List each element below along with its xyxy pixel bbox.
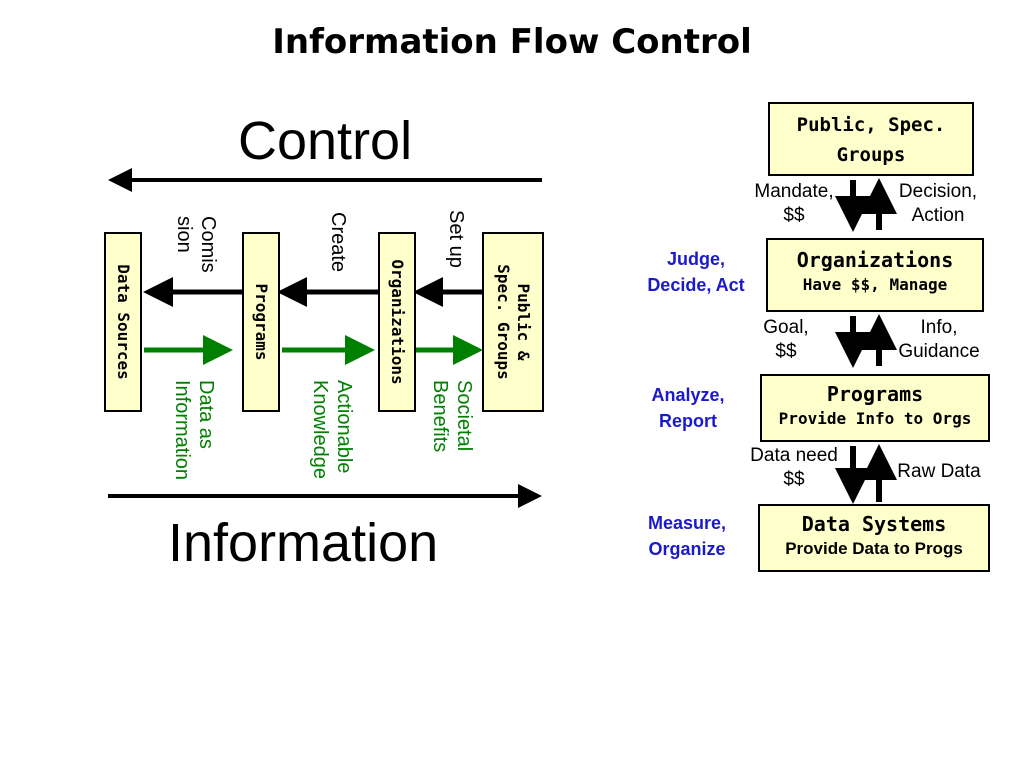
label-actionable-knowledge: Actionable Knowledge xyxy=(309,380,355,479)
rbox-data-systems: Data Systems Provide Data to Progs xyxy=(758,504,990,572)
box-public-groups-label: Public & Spec. Groups xyxy=(494,264,533,380)
rbox-programs: Programs Provide Info to Orgs xyxy=(760,374,990,442)
rbox-organizations-subtitle: Have $$, Manage xyxy=(802,275,948,294)
side-label-judge: Judge, Decide, Act xyxy=(647,249,745,295)
label-create: Create xyxy=(327,212,349,273)
rbox-data-systems-subtitle: Provide Data to Progs xyxy=(785,539,963,558)
box-programs: Programs xyxy=(242,232,280,412)
rbox-programs-subtitle: Provide Info to Orgs xyxy=(778,409,972,428)
label-info: Info, Guidance xyxy=(898,317,980,362)
box-organizations: Organizations xyxy=(378,232,416,412)
label-commission: Comis sion xyxy=(173,216,219,273)
rbox-public-groups-title: Public, Spec. Groups xyxy=(796,114,946,166)
side-label-analyze: Analyze, Report xyxy=(651,385,725,431)
side-label-measure: Measure, Organize xyxy=(647,513,727,559)
label-mandate: Mandate, $$ xyxy=(754,181,834,226)
label-goal: Goal, $$ xyxy=(763,317,809,362)
box-programs-label: Programs xyxy=(252,283,271,361)
box-organizations-label: Organizations xyxy=(388,259,407,385)
label-societal-benefits: Societal Benefits xyxy=(429,380,475,453)
rbox-data-systems-title: Data Systems xyxy=(801,512,947,536)
box-data-sources-label: Data Sources xyxy=(114,264,133,380)
rbox-organizations-title: Organizations xyxy=(796,248,954,272)
rbox-public-groups: Public, Spec. Groups xyxy=(768,102,974,176)
label-data-as-information: Data as Information xyxy=(171,380,217,481)
page-title: Information Flow Control xyxy=(272,22,752,62)
information-label: Information xyxy=(168,513,439,573)
rbox-organizations: Organizations Have $$, Manage xyxy=(766,238,984,312)
label-setup: Set up xyxy=(445,210,467,268)
box-data-sources: Data Sources xyxy=(104,232,142,412)
control-label: Control xyxy=(238,111,413,171)
label-data-need: Data need $$ xyxy=(750,445,838,490)
rbox-programs-title: Programs xyxy=(826,382,924,406)
label-raw-data: Raw Data xyxy=(897,461,981,482)
label-decision: Decision, Action xyxy=(898,181,978,226)
box-public-groups: Public & Spec. Groups xyxy=(482,232,544,412)
